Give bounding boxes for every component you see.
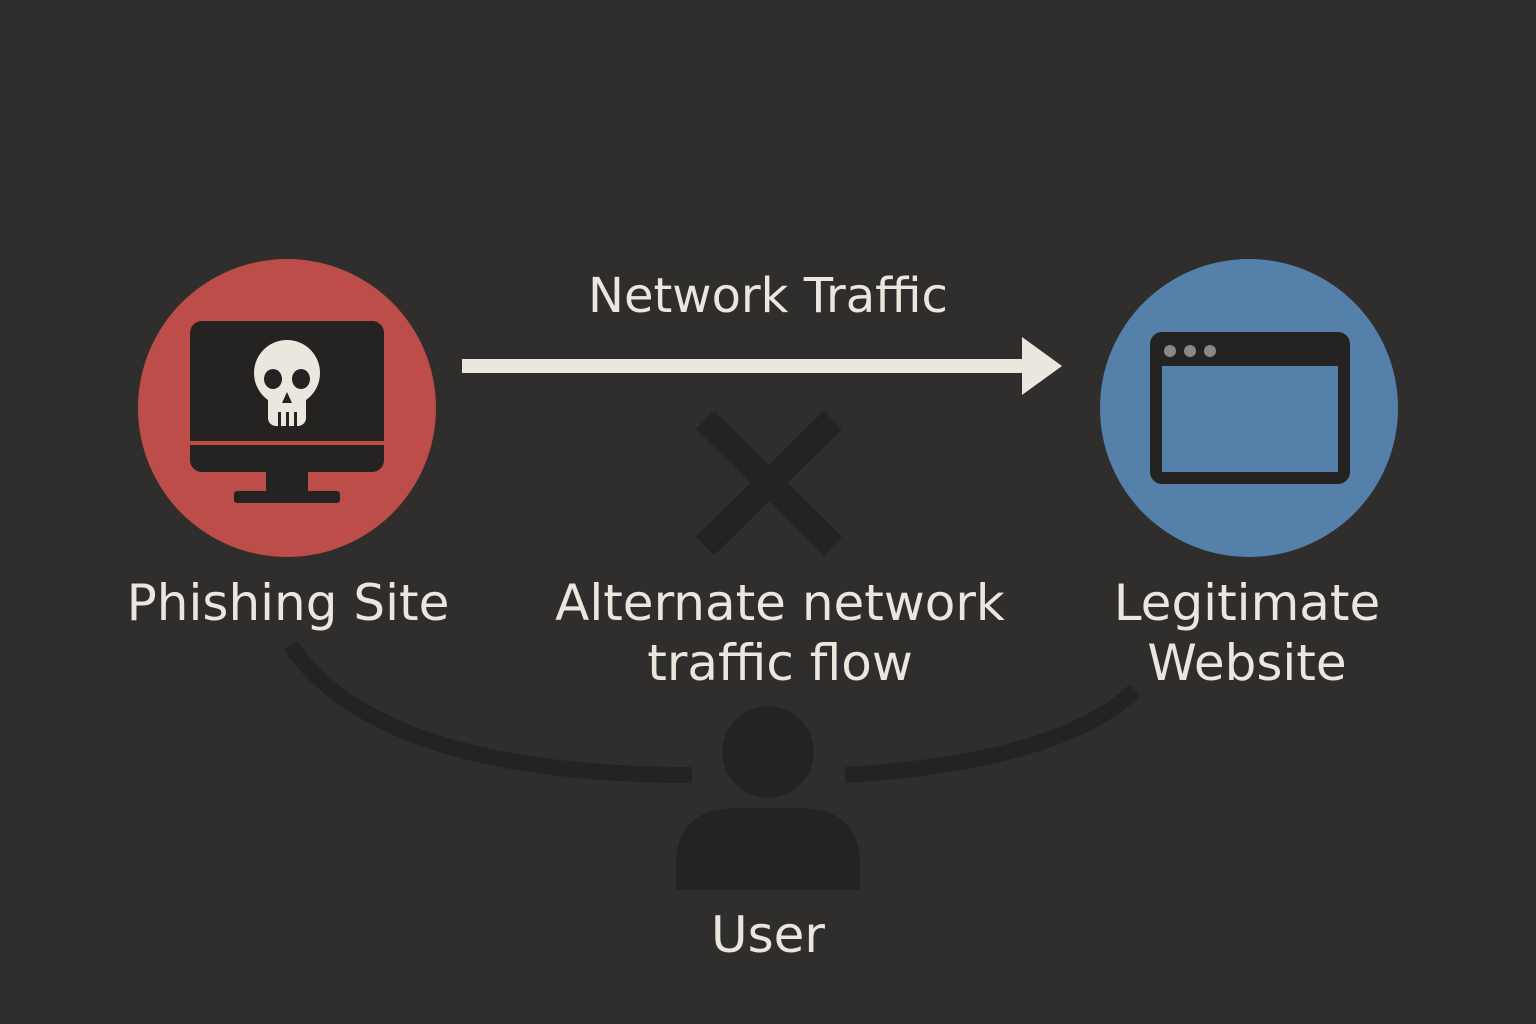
alternate-flow-label-line1: Alternate network [555,574,1005,632]
alternate-flow-label-line2: traffic flow [647,634,913,692]
user-to-legit-connector [844,684,1141,783]
x-icon [695,410,843,556]
phishing-site-label: Phishing Site [126,574,450,632]
network-traffic-label: Network Traffic [588,268,948,324]
skull-icon [254,340,320,426]
skull-monitor-icon [190,321,384,503]
legitimate-website-node [1100,259,1398,557]
legitimate-website-label-line2: Website [1147,634,1347,692]
browser-window-icon [1150,332,1350,484]
user-icon [676,706,860,890]
network-traffic-arrow [462,337,1062,395]
user-label: User [711,906,825,964]
user-to-phishing-connector [283,640,693,783]
legitimate-website-label-line1: Legitimate [1113,574,1381,632]
phishing-site-node [138,259,436,557]
